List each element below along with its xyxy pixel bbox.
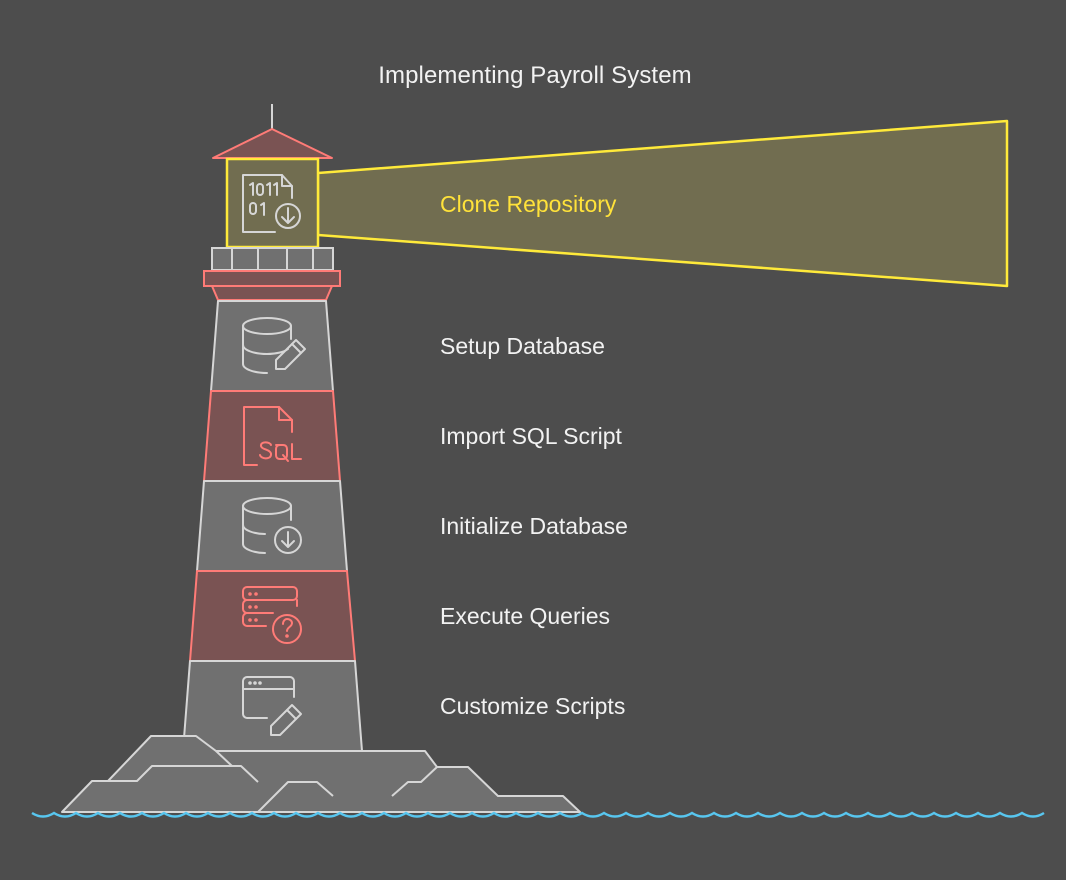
- sql-file-icon: [243, 406, 302, 466]
- step-label-customize-scripts: Customize Scripts: [440, 693, 626, 719]
- tower-band-4: [189, 570, 356, 662]
- server-question-icon: [242, 586, 302, 644]
- tower-band-1: [210, 300, 334, 392]
- database-edit-icon: [242, 317, 306, 374]
- tower-band-2: [203, 390, 341, 482]
- step-label-execute-queries: Execute Queries: [440, 603, 611, 629]
- gallery-railing: [211, 247, 334, 271]
- database-download-icon: [242, 497, 302, 554]
- water-waves: [31, 811, 1045, 818]
- rocks: [61, 735, 581, 813]
- file-binary-download-icon: [242, 174, 301, 233]
- tower-band-5: [182, 660, 363, 752]
- lighthouse-roof: [212, 128, 333, 159]
- browser-edit-icon: [242, 676, 302, 736]
- light-beam: [316, 119, 1009, 288]
- step-label-initialize-database: Initialize Database: [440, 513, 628, 539]
- step-label-clone-repository: Clone Repository: [440, 191, 617, 217]
- tower-band-3: [196, 480, 348, 572]
- step-label-setup-database: Setup Database: [440, 333, 605, 359]
- lantern-room: [225, 157, 320, 249]
- gallery-support: [211, 285, 333, 301]
- gallery-deck: [203, 270, 341, 287]
- step-label-import-sql-script: Import SQL Script: [440, 423, 622, 449]
- diagram-title: Implementing Payroll System: [378, 62, 692, 89]
